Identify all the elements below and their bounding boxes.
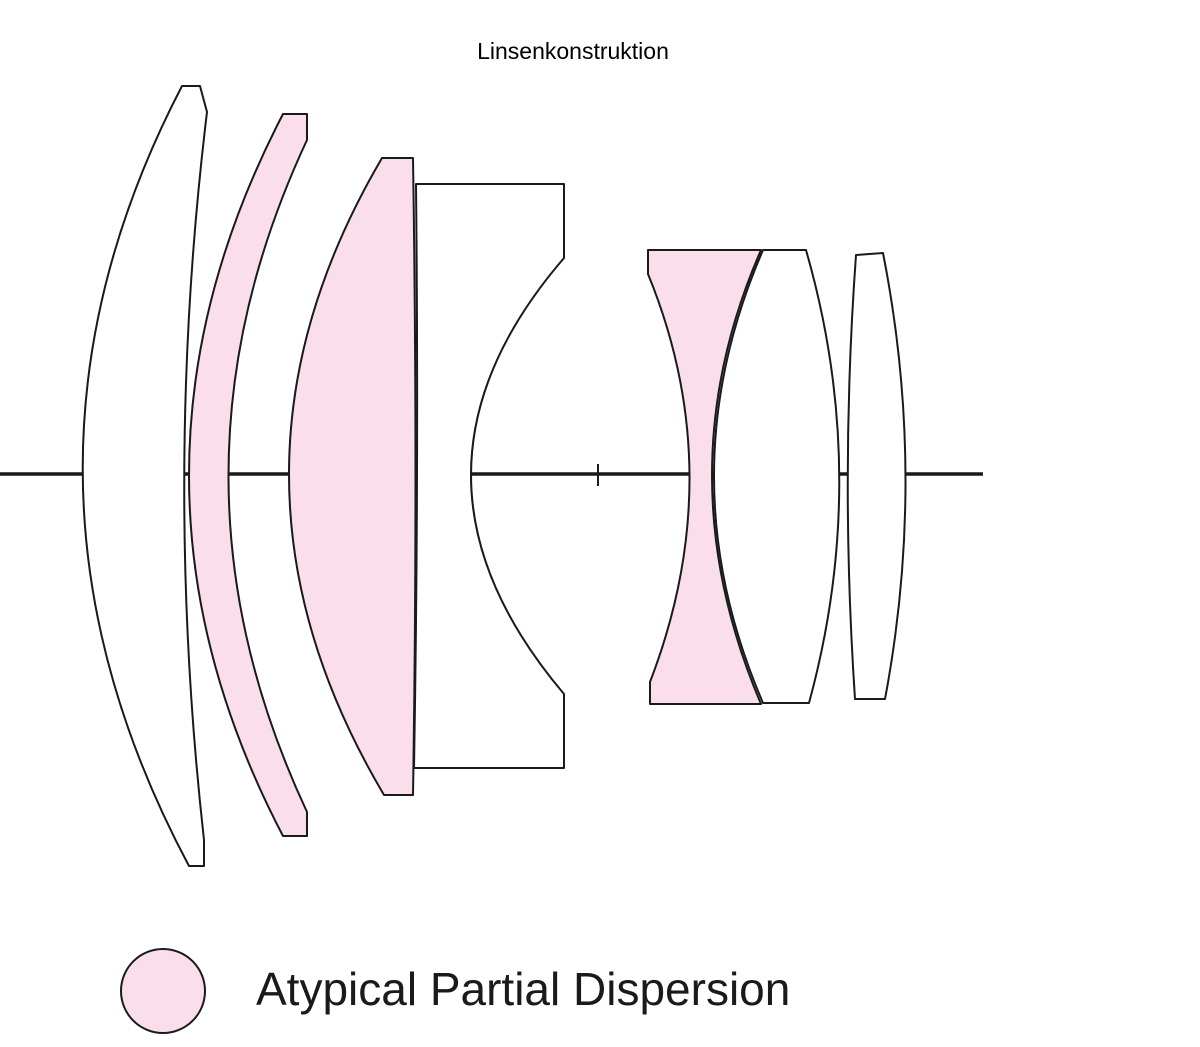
lens-element-6 [713,249,841,704]
lens-element-5 [647,249,762,705]
diagram-title: Linsenkonstruktion [477,38,669,64]
lens-element-3 [288,157,417,796]
legend-swatch-atypical-dispersion [120,948,206,1034]
legend-label: Atypical Partial Dispersion [256,963,791,1015]
lens-element-1 [81,85,208,867]
lens-element-4 [413,183,565,769]
lens-element-2 [188,113,308,837]
lens-element-7 [846,252,907,700]
